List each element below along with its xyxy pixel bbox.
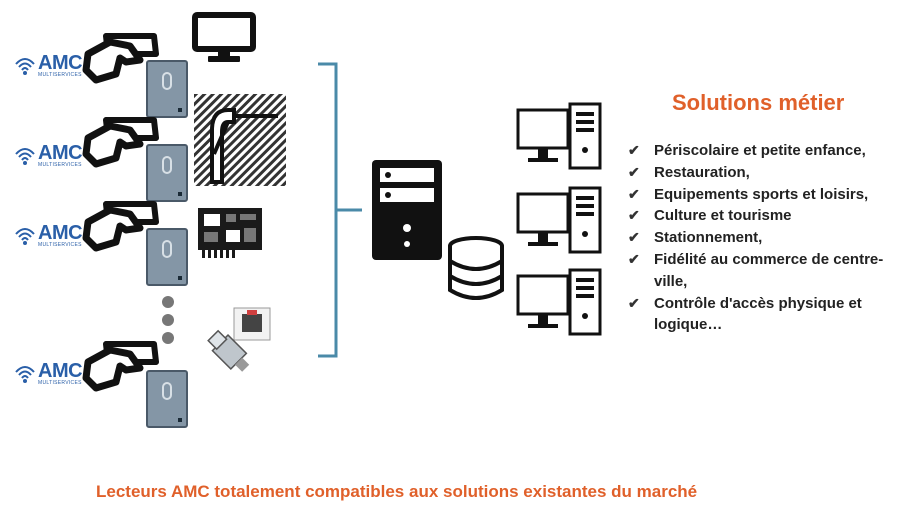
list-item: ✔ Fidélité au commerce de centre-ville, [626, 249, 906, 293]
server-icon [372, 160, 442, 260]
card-reader [146, 228, 188, 286]
solution-label: Fidélité au commerce de centre-ville, [654, 250, 884, 290]
amc-logo: AMC MULTISERVICES [14, 220, 94, 250]
check-icon: ✔ [628, 250, 640, 267]
check-icon: ✔ [628, 142, 640, 158]
check-icon: ✔ [628, 185, 640, 202]
footer-caption: Lecteurs AMC totalement compatibles aux … [96, 482, 698, 501]
solution-label: Restauration, [654, 163, 750, 181]
solution-label: Périscolaire et petite enfance, [654, 142, 866, 159]
list-item: ✔ Restauration, [626, 162, 906, 184]
list-item: ✔ Contrôle d'accès physique et logique… [626, 293, 906, 337]
list-item: ✔ Stationnement, [626, 227, 906, 249]
grouping-bracket [318, 62, 362, 358]
ellipsis-dot [162, 332, 174, 344]
wifi-icon [15, 228, 35, 245]
amc-logo: AMC MULTISERVICES [14, 140, 94, 170]
workstation-icon [516, 102, 602, 170]
list-item: ✔ Equipements sports et loisirs, [626, 184, 906, 206]
check-icon: ✔ [628, 294, 640, 311]
logo-brand: AMC [38, 52, 83, 74]
workstation-icon [516, 186, 602, 254]
wifi-icon [15, 58, 35, 75]
logo-subtitle: MULTISERVICES [38, 380, 82, 386]
solutions-list: ✔ Périscolaire et petite enfance, ✔ Restau… [626, 140, 906, 336]
wifi-icon [15, 366, 35, 383]
database-icon [448, 236, 504, 300]
list-item: ✔ Périscolaire et petite enfance, [626, 140, 906, 162]
logo-brand: AMC [38, 360, 83, 382]
turnstile-icon [194, 94, 286, 186]
list-item: ✔ Culture et tourisme [626, 205, 906, 227]
logo-subtitle: MULTISERVICES [38, 162, 82, 168]
card-hand-icon [82, 341, 159, 392]
workstation-icon [516, 268, 602, 336]
ethernet-cable-icon [207, 307, 271, 372]
amc-logo: AMC MULTISERVICES [14, 50, 94, 80]
card-reader [146, 60, 188, 118]
logo-subtitle: MULTISERVICES [38, 72, 82, 78]
solution-label: Stationnement, [654, 229, 763, 247]
solutions-title: Solutions métier [672, 90, 845, 115]
check-icon: ✔ [628, 163, 640, 180]
solution-label: Culture et tourisme [654, 207, 792, 225]
ellipsis-dot [162, 296, 174, 308]
card-hand-icon [82, 201, 159, 252]
solution-label: Equipements sports et loisirs, [654, 185, 869, 203]
card-hand-icon [82, 33, 159, 84]
check-icon: ✔ [628, 207, 640, 224]
card-reader [146, 144, 188, 202]
wifi-icon [15, 148, 35, 165]
card-reader [146, 370, 188, 428]
monitor-icon [192, 12, 256, 62]
logo-brand: AMC [38, 222, 83, 244]
logo-brand: AMC [38, 142, 83, 164]
solution-label: Contrôle d'accès physique et logique… [654, 294, 862, 334]
circuit-board-icon [198, 208, 262, 258]
card-hand-icon [82, 117, 159, 168]
check-icon: ✔ [628, 229, 640, 246]
ellipsis-dot [162, 314, 174, 326]
logo-subtitle: MULTISERVICES [38, 242, 82, 248]
amc-logo: AMC MULTISERVICES [14, 358, 94, 388]
